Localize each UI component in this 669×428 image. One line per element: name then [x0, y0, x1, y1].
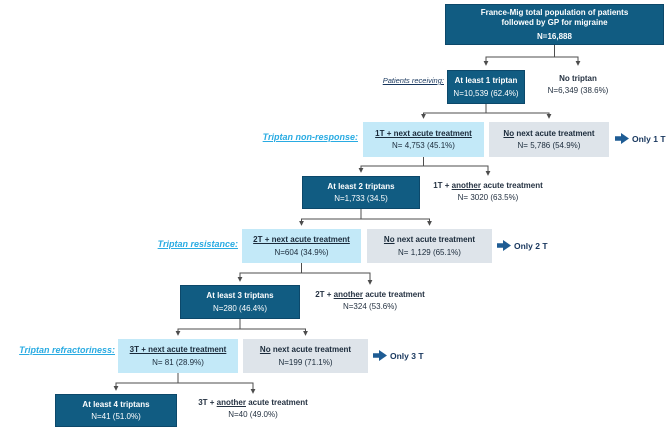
box-title: No next acute treatment [383, 235, 476, 245]
box-n: N= 5,786 (54.9%) [517, 141, 581, 150]
box-2t-next-acute-treatment: 2T + next acute treatment N=604 (34.9%) [242, 229, 361, 263]
box-title: No next acute treatment [259, 345, 352, 355]
box-at-least-2-triptans: At least 2 triptans N=1,733 (34.5) [302, 176, 420, 209]
right-arrow-icon [373, 350, 387, 361]
box-title: 2T + next acute treatment [253, 235, 350, 245]
root-n: N=16,888 [537, 31, 572, 41]
root-title-line1: France-Mig total population of patients [480, 8, 629, 18]
right-arrow-icon [615, 133, 629, 144]
text-1t-another-acute-treatment: 1T + another acute treatment N= 3020 (63… [413, 181, 563, 202]
box-n: N= 81 (28.9%) [152, 357, 204, 367]
box-title: At least 2 triptans [327, 181, 395, 191]
another-n: N=40 (49.0%) [228, 410, 278, 420]
box-3t-next-acute-treatment: 3T + next acute treatment N= 81 (28.9%) [118, 339, 238, 373]
only-2t-label: Only 2 T [514, 240, 548, 251]
box-n: N= 1,129 (65.1%) [398, 247, 461, 257]
box-no-next-acute-treatment-1: No next acute treatment N= 5,786 (54.9%) [489, 122, 609, 157]
box-no-next-acute-treatment-2: No next acute treatment N= 1,129 (65.1%) [367, 229, 492, 263]
only-1t-label: Only 1 T [632, 133, 666, 144]
right-arrow-icon [497, 240, 511, 251]
only-2t-flag: Only 2 T [497, 240, 548, 251]
box-n: N=1,733 (34.5) [334, 194, 388, 203]
box-n: N=10,539 (62.4%) [453, 88, 519, 98]
only-1t-flag: Only 1 T [615, 133, 666, 144]
box-title: At least 4 triptans [82, 399, 150, 409]
triptan-resistance-label: Triptan resistance: [157, 239, 238, 249]
text-3t-another-acute-treatment: 3T + another acute treatment N=40 (49.0%… [178, 398, 328, 419]
only-3t-label: Only 3 T [390, 350, 424, 361]
only-3t-flag: Only 3 T [373, 350, 424, 361]
box-n: N=199 (71.1%) [278, 357, 333, 367]
text-no-triptan: No triptan N=6,349 (38.6%) [523, 74, 633, 95]
another-n: N= 3020 (63.5%) [457, 193, 519, 203]
box-n: N= 4,753 (45.1%) [392, 141, 455, 150]
no-triptan-n: N=6,349 (38.6%) [547, 86, 609, 96]
another-n: N=324 (53.6%) [342, 302, 398, 312]
box-title: At least 1 triptan [454, 76, 518, 86]
triptan-refractoriness-label: Triptan refractoriness: [19, 345, 115, 355]
patients-receiving-label: Patients receiving: [382, 76, 444, 85]
box-at-least-1-triptan: At least 1 triptan N=10,539 (62.4%) [447, 70, 525, 104]
box-title: No next acute treatment [503, 128, 595, 138]
another-title: 1T + another acute treatment [433, 181, 543, 190]
box-title: At least 3 triptans [206, 291, 274, 301]
root-title-line2: followed by GP for migraine [501, 18, 608, 28]
another-title: 3T + another acute treatment [198, 398, 308, 407]
box-1t-next-acute-treatment: 1T + next acute treatment N= 4,753 (45.1… [363, 122, 484, 157]
box-n: N=604 (34.9%) [274, 247, 329, 257]
box-n: N=280 (46.4%) [212, 303, 268, 313]
box-at-least-3-triptans: At least 3 triptans N=280 (46.4%) [180, 285, 300, 319]
box-title: 1T + next acute treatment [375, 128, 472, 138]
triptan-non-response-label: Triptan non-response: [262, 132, 358, 142]
box-root-population: France-Mig total population of patients … [445, 4, 664, 45]
box-at-least-4-triptans: At least 4 triptans N=41 (51.0%) [55, 394, 177, 427]
box-title: 3T + next acute treatment [129, 345, 227, 355]
text-2t-another-acute-treatment: 2T + another acute treatment N=324 (53.6… [295, 290, 445, 311]
no-triptan-title: No triptan [559, 74, 597, 83]
box-n: N=41 (51.0%) [91, 412, 141, 421]
box-no-next-acute-treatment-3: No next acute treatment N=199 (71.1%) [243, 339, 368, 373]
another-title: 2T + another acute treatment [315, 290, 425, 299]
